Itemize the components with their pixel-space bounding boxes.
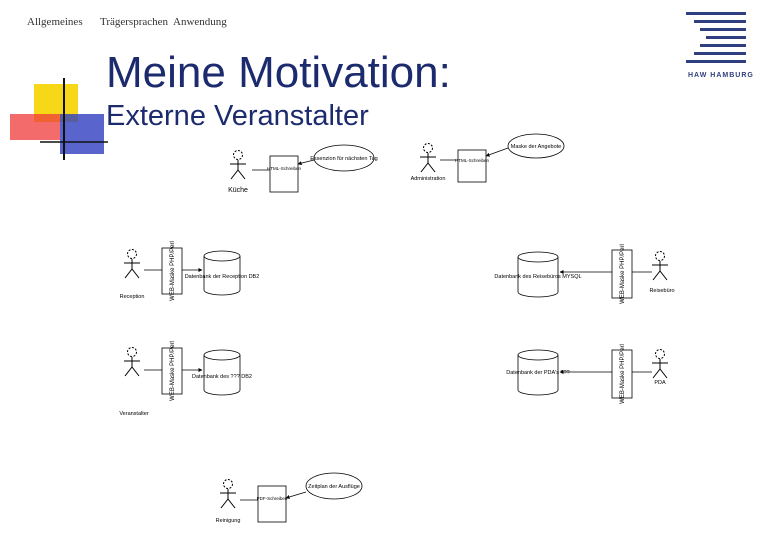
actor-label: Küche bbox=[228, 187, 248, 194]
pdf-schreiben-box bbox=[257, 485, 287, 523]
box-label: WEB-Maske PHP/Perl bbox=[170, 341, 176, 401]
actor-veranstalter: Veranstalter bbox=[119, 347, 149, 417]
actor-pda: PDA bbox=[651, 349, 669, 386]
actor-reception: Reception bbox=[120, 249, 145, 300]
box-label: HTML-Schreiben bbox=[267, 166, 302, 171]
box-label: WEB-Maske PHP/Perl bbox=[620, 244, 626, 304]
note-essenzion bbox=[313, 144, 375, 172]
note-zeitplan bbox=[305, 472, 363, 500]
db-label: Datenbank des ??? DB2 bbox=[192, 374, 252, 380]
tab-anwendung[interactable]: Anwendung bbox=[173, 16, 227, 28]
db-label: Datenbank der PDA's ??? bbox=[506, 370, 569, 376]
db-label: Datenbank des Reisebüros MYSQL bbox=[494, 274, 581, 280]
decorative-squares bbox=[10, 78, 108, 160]
box-label: WEB-Maske PHP/Perl bbox=[620, 344, 626, 404]
actor-label: PDA bbox=[654, 380, 666, 386]
logo-text: HAW HAMBURG bbox=[688, 72, 754, 79]
box-label: PDF-Schreiben bbox=[257, 496, 288, 501]
box-label: WEB-Maske PHP/Perl bbox=[170, 241, 176, 301]
page-subtitle: Externe Veranstalter bbox=[106, 100, 369, 132]
box-label: HTML-Schreiben bbox=[455, 158, 490, 163]
webmaske-pda bbox=[611, 349, 633, 399]
actor-label: Administration bbox=[411, 176, 446, 182]
db-reception: Datenbank der Reception DB2 bbox=[185, 250, 260, 296]
note-maske-angebote bbox=[507, 133, 565, 159]
db-reisebuero: Datenbank des Reisebüros MYSQL bbox=[494, 251, 582, 298]
note-label: Essenzion für nächsten Tag bbox=[310, 156, 377, 162]
actor-administration: Administration bbox=[411, 143, 446, 182]
note-label: Zeitplan der Ausflüge bbox=[308, 484, 360, 490]
tab-traegersprachen[interactable]: Trägersprachen bbox=[100, 16, 169, 28]
actor-label: Veranstalter bbox=[119, 411, 149, 417]
actor-reinigung: Reinigung bbox=[216, 479, 241, 524]
html-schreiben-box bbox=[457, 149, 487, 183]
actor-label: Reception bbox=[120, 294, 145, 300]
page-title: Meine Motivation: bbox=[106, 48, 451, 97]
html-schreiben-box bbox=[269, 155, 299, 193]
webmaske-reisebuero bbox=[611, 249, 633, 299]
db-pda: Datenbank der PDA's ??? bbox=[506, 349, 570, 396]
webmaske-reception bbox=[161, 247, 183, 295]
actor-label: Reinigung bbox=[216, 518, 241, 524]
actor-label: Reisebüro bbox=[649, 288, 674, 294]
actor-reisebuero: Reisebüro bbox=[649, 251, 675, 294]
db-label: Datenbank der Reception DB2 bbox=[185, 274, 260, 280]
actor-kueche: Küche bbox=[228, 150, 248, 194]
tab-allgemeines[interactable]: Allgemeines bbox=[27, 16, 83, 28]
webmaske-veranstalter bbox=[161, 347, 183, 395]
haw-logo-icon bbox=[686, 12, 746, 63]
note-label: Maske der Angebote bbox=[511, 144, 561, 150]
db-veranstalter: Datenbank des ??? DB2 bbox=[192, 349, 252, 396]
